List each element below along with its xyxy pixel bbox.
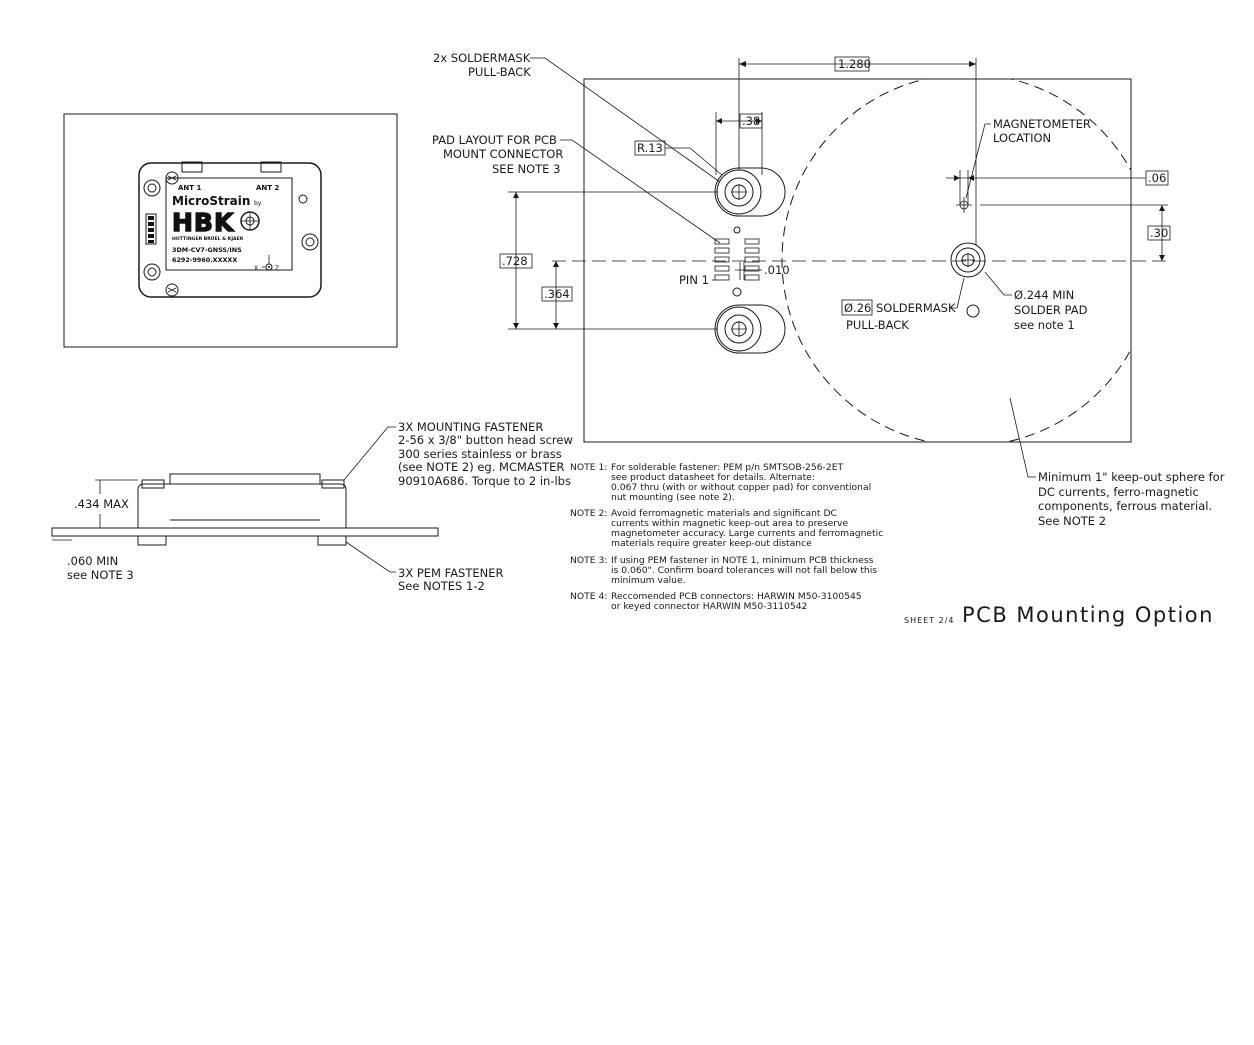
dim-728: .728 (502, 254, 528, 268)
device-side-body (137, 483, 347, 528)
mounting-pad-lower (714, 304, 786, 354)
soldermask2-text: SOLDERMASK (876, 301, 956, 315)
note2-label: NOTE 2: (570, 508, 607, 519)
solder-pad-line2: SOLDER PAD (1014, 303, 1088, 317)
pin1-label: PIN 1 (679, 273, 709, 287)
keepout-line1: Minimum 1" keep-out sphere for (1038, 470, 1225, 484)
note1-line3: 0.067 thru (with or without copper pad) … (611, 482, 871, 493)
side-connector (169, 473, 321, 485)
note3-line3: minimum value. (611, 575, 686, 586)
note1-line1: For solderable fastener: PEM p/n SMTSOB-… (611, 462, 844, 473)
min-thickness-line2: see NOTE 3 (67, 568, 134, 582)
note3-label: NOTE 3: (570, 555, 607, 566)
ant2-label: ANT 2 (256, 184, 279, 192)
dim-1280: 1.280 (838, 57, 871, 71)
note2-line4: materials require greater keep-out dista… (611, 538, 812, 549)
axis-z-label: Z (275, 265, 279, 272)
device-label-plate (165, 177, 293, 271)
note1-label: NOTE 1: (570, 462, 607, 473)
screw-bottom-left-icon (143, 263, 179, 297)
top-view-frame (63, 113, 398, 348)
hbk-logo: HBK (172, 208, 235, 237)
mounting-fastener-line4: (see NOTE 2) eg. MCMASTER (398, 460, 564, 474)
magnetometer-line2: LOCATION (993, 131, 1051, 145)
soldermask-pullback-line1: 2x SOLDERMASK (433, 51, 531, 65)
screw-head-right (321, 479, 345, 489)
mounting-fastener-line5: 90910A686. Torque to 2 in-lbs (398, 474, 571, 488)
pem-left (137, 535, 167, 546)
note4-line1: Reccomended PCB connectors: HARWIN M50-3… (611, 591, 862, 602)
note4-line2: or keyed connector HARWIN M50-3110542 (611, 601, 807, 612)
ant1-label: ANT 1 (178, 184, 201, 192)
pcb-outline (583, 78, 1132, 443)
model-text: 3DM-CV7-GNSS/INS (172, 246, 242, 254)
pad-layout-line1: PAD LAYOUT FOR PCB (432, 133, 557, 147)
mounting-fastener-line3: 300 series stainless or brass (398, 447, 562, 461)
solder-pad-line3: see note 1 (1014, 318, 1075, 332)
note3-line2: is 0.060". Confirm board tolerances will… (611, 565, 877, 576)
note1-line4: nut mounting (see note 2). (611, 492, 735, 503)
brand-text: MicroStrain (172, 194, 250, 208)
mounting-pad-upper (714, 167, 786, 217)
mounting-fastener-line2: 2-56 x 3/8" button head screw (398, 433, 573, 447)
magnetometer-marker-icon (956, 197, 972, 213)
note2-line3: magnetometer accuracy. Large currents an… (611, 528, 883, 539)
keepout-line2: DC currents, ferro-magnetic (1038, 485, 1199, 499)
dim-r13: R.13 (637, 141, 663, 155)
soldermask2-line2: PULL-BACK (846, 318, 909, 332)
maker-text: HOTTINGER BRÜEL & KJAER (172, 235, 244, 242)
connector-pads (714, 238, 760, 281)
max-height-dim: .434 MAX (74, 497, 129, 511)
top-connector-left (181, 161, 203, 173)
keepout-line3: components, ferrous material. (1038, 499, 1212, 513)
screw-head-left (141, 479, 165, 489)
pad-layout-line3: SEE NOTE 3 (492, 162, 560, 176)
dim-38: .38 (742, 114, 760, 128)
top-connector-right (260, 161, 282, 173)
pem-right (317, 535, 347, 546)
device-body (138, 162, 322, 298)
magnetometer-line1: MAGNETOMETER (993, 117, 1091, 131)
small-hole (966, 304, 980, 318)
soldermask2-dia: Ø.26 (844, 301, 871, 315)
brand-by-text: by (254, 200, 262, 207)
dim-010: .010 (764, 263, 790, 277)
screw-right-icon (298, 194, 319, 251)
pad-layout-line2: MOUNT CONNECTOR (443, 147, 563, 161)
device-side-view: .434 MAX .060 MIN see NOTE 3 3X MOUNTING… (51, 420, 573, 593)
note2-line2: currents within magnetic keep-out area t… (611, 518, 848, 529)
axis-x-label: X (254, 265, 258, 272)
hbk-logo-mark-icon (240, 211, 260, 231)
pcb-side (51, 527, 439, 537)
axis-indicator-icon (262, 255, 273, 271)
dim-364: .364 (544, 287, 570, 301)
pem-fastener-line2: See NOTES 1-2 (398, 579, 485, 593)
mounting-fastener-line1: 3X MOUNTING FASTENER (398, 420, 543, 434)
part-number-text: 6292-9960.XXXXX (172, 256, 237, 264)
mounting-pad-right (950, 242, 986, 278)
notes-block: NOTE 1: For solderable fastener: PEM p/n… (570, 462, 883, 612)
note4-label: NOTE 4: (570, 591, 607, 602)
locator-hole-bottom (732, 287, 742, 297)
soldermask-pullback-line2: PULL-BACK (468, 65, 531, 79)
keepout-circle (781, 79, 1131, 442)
dim-06: .06 (1148, 171, 1166, 185)
keepout-line4: See NOTE 2 (1038, 514, 1106, 528)
side-connector-pins (145, 213, 157, 245)
note1-line2: see product datasheet for details. Alter… (611, 472, 815, 483)
note2-line1: Avoid ferromagnetic materials and signif… (611, 508, 837, 519)
screw-top-left-icon (143, 171, 179, 197)
pcb-layout-view: 1.280 .38 R.13 .06 .30 .728 (432, 51, 1225, 528)
note3-line1: If using PEM fastener in NOTE 1, minimum… (611, 555, 874, 566)
pem-fastener-line1: 3X PEM FASTENER (398, 566, 504, 580)
sheet-number: SHEET 2/4 (904, 616, 955, 625)
device-top-view: ANT 1 ANT 2 MicroStrain by HBK HOTTINGER… (63, 113, 398, 348)
min-thickness-line1: .060 MIN (67, 554, 118, 568)
dim-30: .30 (1150, 226, 1168, 240)
solder-pad-line1: Ø.244 MIN (1014, 288, 1074, 302)
page-title: PCB Mounting Option (962, 603, 1214, 627)
locator-hole-top (733, 226, 741, 234)
